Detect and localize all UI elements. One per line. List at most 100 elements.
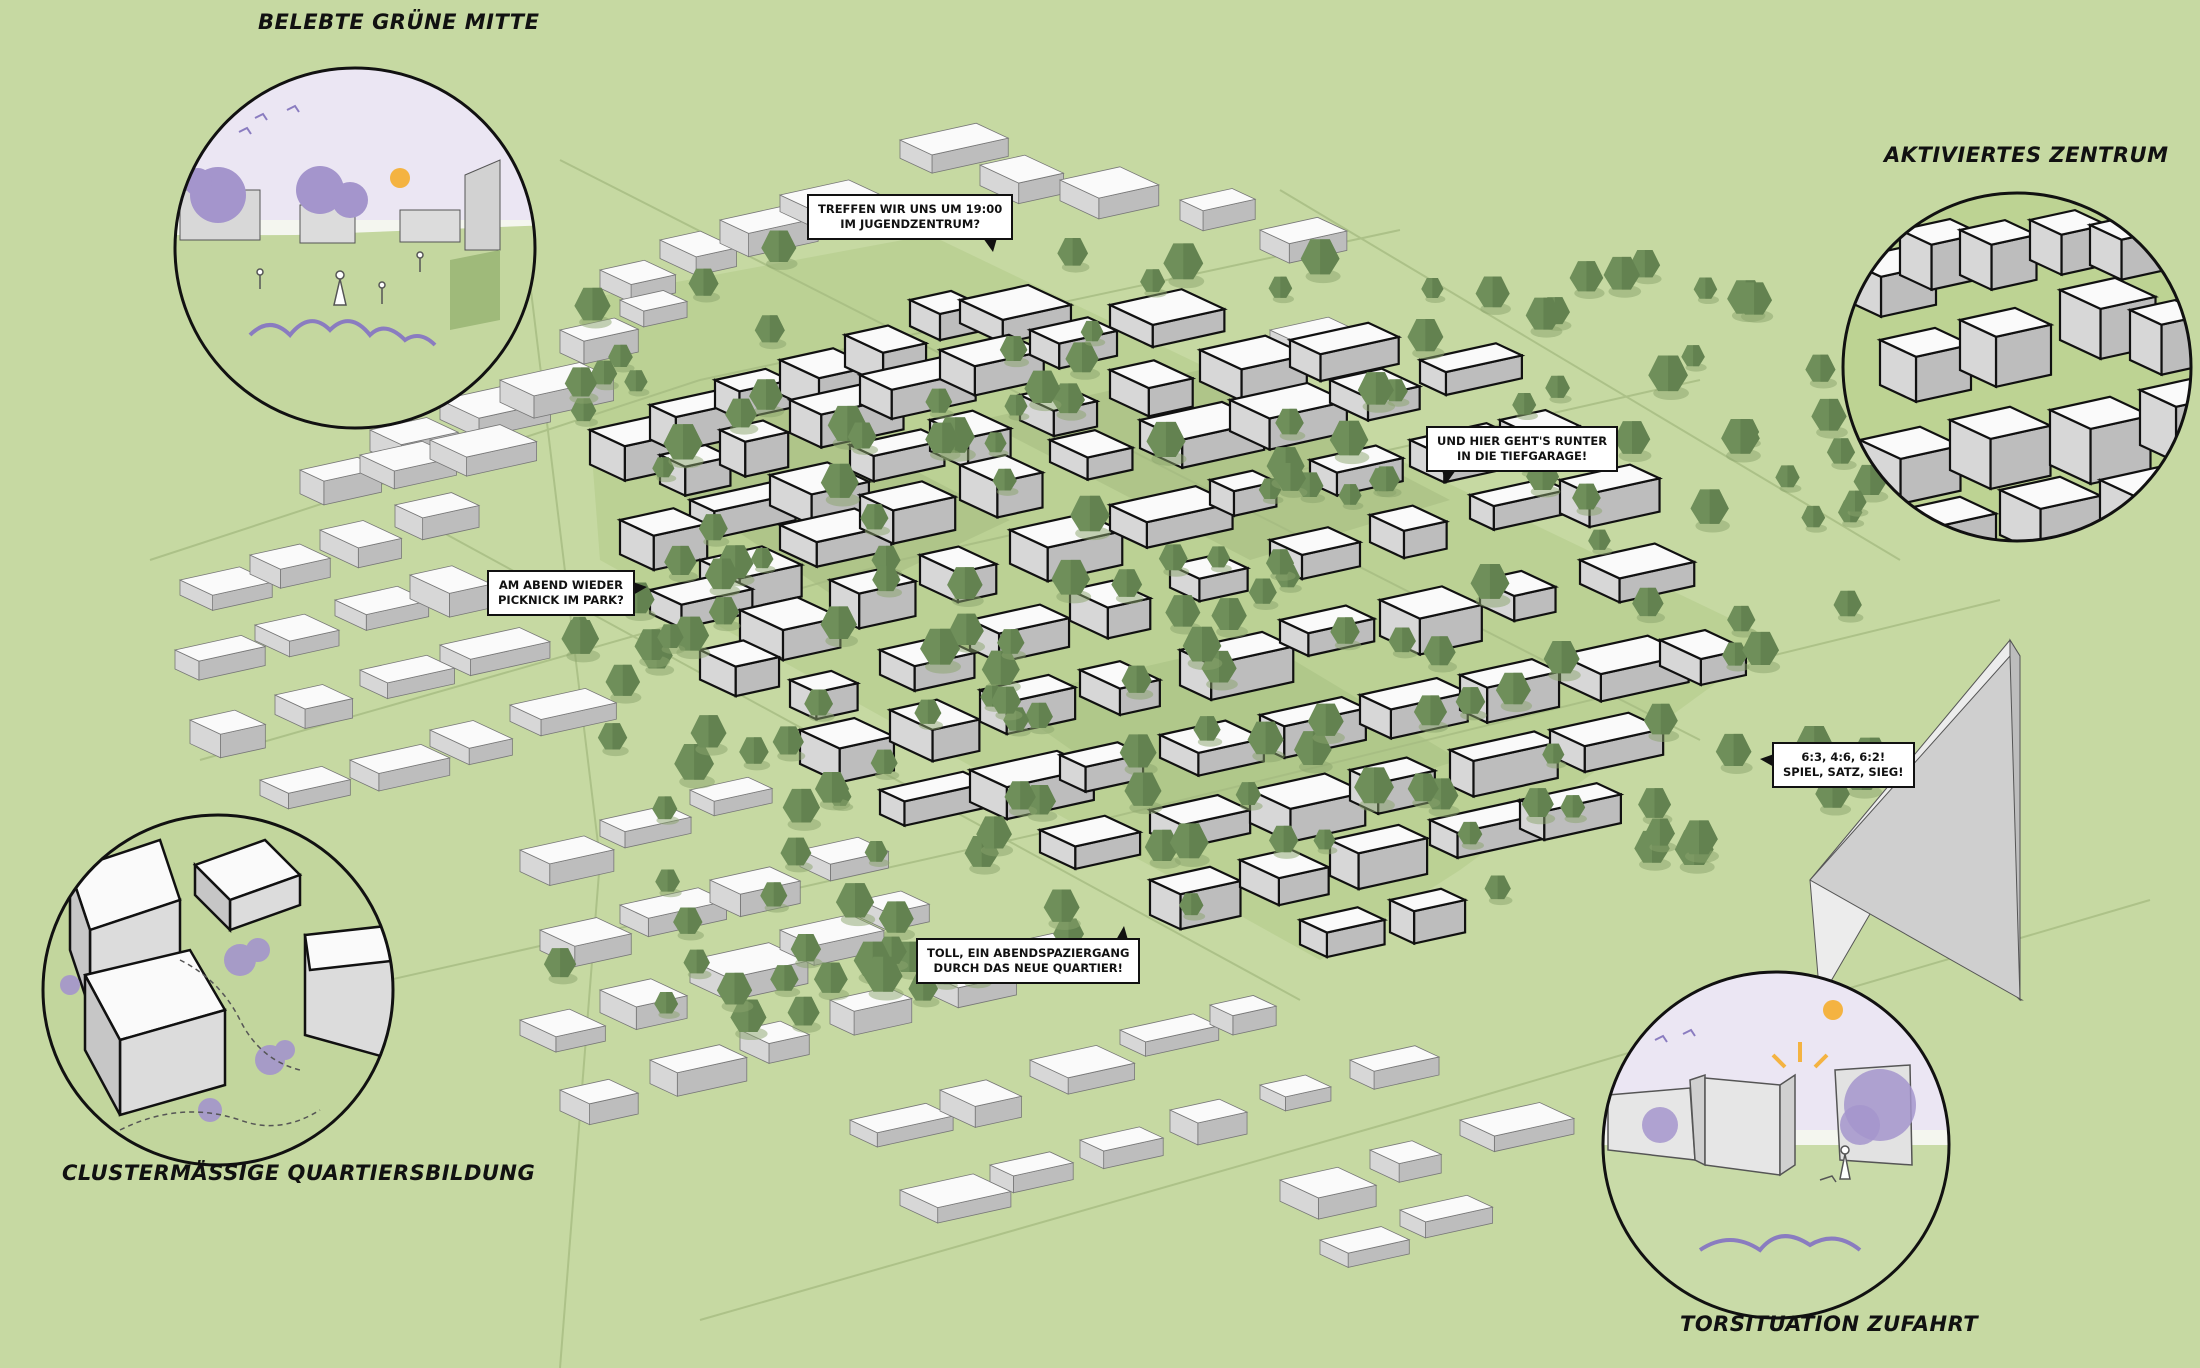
building (248, 543, 332, 589)
tree (749, 379, 785, 418)
building (253, 613, 341, 658)
tree (1211, 598, 1249, 638)
tree (1165, 595, 1202, 635)
vignette-gate (1601, 970, 1951, 1320)
tree (1413, 695, 1449, 733)
tree (925, 388, 954, 419)
building (688, 776, 774, 817)
tree (1235, 782, 1263, 811)
tree (1407, 773, 1441, 809)
tree (948, 613, 986, 653)
tree (1648, 355, 1689, 401)
tree (1051, 559, 1092, 604)
tree (761, 230, 798, 270)
speech-line: in die Tiefgarage! (1457, 449, 1588, 463)
building (1036, 814, 1144, 871)
building (1386, 887, 1469, 946)
tree (1357, 372, 1396, 413)
tree (1265, 549, 1296, 581)
vignette-cluster (41, 813, 395, 1167)
tree (1307, 703, 1345, 744)
speech-bubble-picnic: Am Abend wieder Picknick im Park? (487, 570, 647, 616)
building (1368, 1140, 1443, 1183)
speech-line: Picknick im Park? (498, 593, 624, 607)
building (876, 770, 991, 828)
tree (1643, 703, 1680, 743)
tree (561, 620, 601, 663)
building (393, 492, 481, 541)
tree (698, 514, 730, 547)
tree (671, 616, 711, 660)
building (1446, 730, 1562, 799)
building (1876, 326, 1975, 404)
speech-line: im Jugendzentrum? (840, 217, 980, 231)
building (898, 122, 1010, 174)
tree (1065, 342, 1101, 380)
tree (925, 422, 961, 461)
tree (772, 726, 806, 762)
tree (920, 628, 962, 674)
tree (804, 689, 835, 722)
tree (1475, 276, 1511, 315)
tree (1004, 394, 1030, 421)
building (1028, 1044, 1136, 1095)
tree (863, 956, 904, 1001)
building (1078, 1126, 1165, 1170)
building (898, 1173, 1013, 1224)
tree (1495, 672, 1533, 713)
tree (590, 360, 619, 391)
vignette-title-gate: Torsituation Zufahrt (1680, 1312, 1979, 1336)
speech-bubble-garage: Und hier geht's runter in die Tiefgarage… (1426, 426, 1619, 484)
tree (1421, 277, 1446, 303)
tree (992, 468, 1019, 496)
tree (872, 565, 902, 598)
speech-line: Am Abend wieder (498, 578, 623, 592)
tree (770, 965, 801, 998)
vignette-green-center (173, 66, 537, 430)
speech-line: Und hier geht's runter (1437, 434, 1608, 448)
building (538, 917, 633, 968)
tree (608, 344, 635, 373)
building (1656, 628, 1750, 687)
building (1118, 1013, 1220, 1057)
tree (1043, 889, 1081, 930)
speech-bubble-youth-center: Treffen wir uns um 19:00 im Jugendzentru… (807, 194, 1014, 252)
tree (1613, 421, 1652, 463)
vignette-title-cluster: Clustermässige Quartiersbildung (62, 1161, 536, 1185)
tree (1512, 393, 1538, 421)
tree (1268, 825, 1300, 859)
building (1106, 484, 1236, 550)
tree (739, 737, 771, 771)
tree (1329, 420, 1370, 465)
tree (999, 336, 1030, 368)
tree (1057, 238, 1090, 273)
tree (1248, 578, 1279, 611)
tree (574, 287, 612, 329)
tree (1603, 256, 1642, 298)
tree (864, 841, 890, 867)
building (1398, 1194, 1494, 1239)
tree (704, 558, 741, 597)
tree (690, 715, 728, 756)
tree (570, 398, 599, 427)
tree (1801, 505, 1827, 533)
speech-line: Treffen wir uns um 19:00 (818, 202, 1003, 216)
tree (914, 699, 943, 730)
tree (664, 545, 698, 583)
building (1146, 865, 1244, 931)
tree (1455, 687, 1487, 721)
tree (564, 367, 599, 404)
tree (1423, 636, 1458, 673)
building (178, 566, 274, 611)
tree (1206, 546, 1232, 573)
tree (716, 972, 754, 1013)
building (508, 687, 618, 737)
building (938, 1079, 1023, 1129)
building (518, 835, 616, 887)
tree (1146, 421, 1187, 466)
tree (1004, 781, 1038, 817)
building (1168, 1098, 1249, 1146)
tree (860, 504, 891, 536)
building (258, 765, 352, 810)
